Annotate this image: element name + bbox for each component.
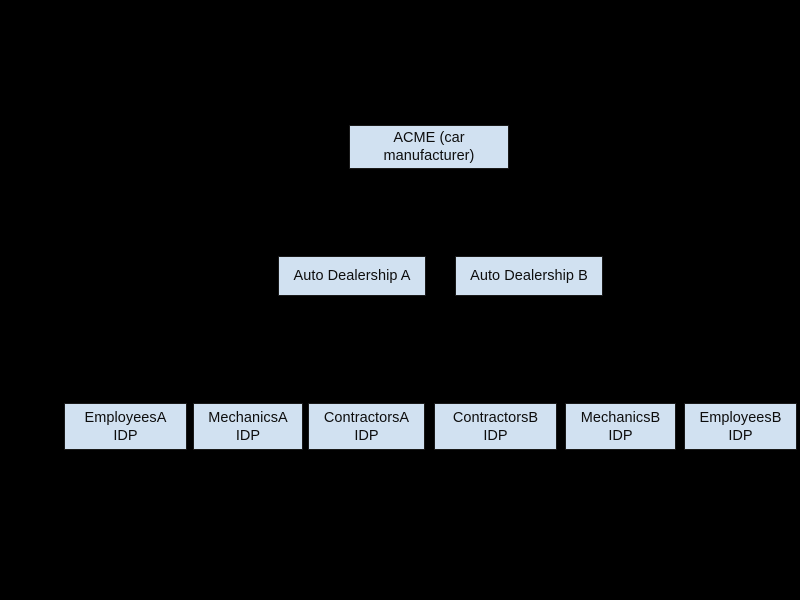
node-auto-dealership-b-label: Auto Dealership B [470,268,588,284]
node-mechanics-a-idp[interactable]: MechanicsA IDP [193,403,303,450]
node-auto-dealership-b[interactable]: Auto Dealership B [455,256,603,296]
node-auto-dealership-a[interactable]: Auto Dealership A [278,256,426,296]
node-employees-a-idp[interactable]: EmployeesA IDP [64,403,187,450]
node-contractors-a-idp-label: ContractorsA IDP [323,409,410,444]
node-employees-a-idp-label: EmployeesA IDP [84,409,167,444]
node-contractors-a-idp[interactable]: ContractorsA IDP [308,403,425,450]
node-employees-b-idp-label: EmployeesB IDP [699,409,782,444]
node-contractors-b-idp[interactable]: ContractorsB IDP [434,403,557,450]
node-mechanics-a-idp-label: MechanicsA IDP [208,409,288,444]
node-contractors-b-idp-label: ContractorsB IDP [452,409,539,444]
node-mechanics-b-idp-label: MechanicsB IDP [580,409,661,444]
node-employees-b-idp[interactable]: EmployeesB IDP [684,403,797,450]
node-mechanics-b-idp[interactable]: MechanicsB IDP [565,403,676,450]
node-acme[interactable]: ACME (car manufacturer) [349,125,509,169]
node-acme-label: ACME (car manufacturer) [383,130,475,164]
node-auto-dealership-a-label: Auto Dealership A [293,268,411,284]
